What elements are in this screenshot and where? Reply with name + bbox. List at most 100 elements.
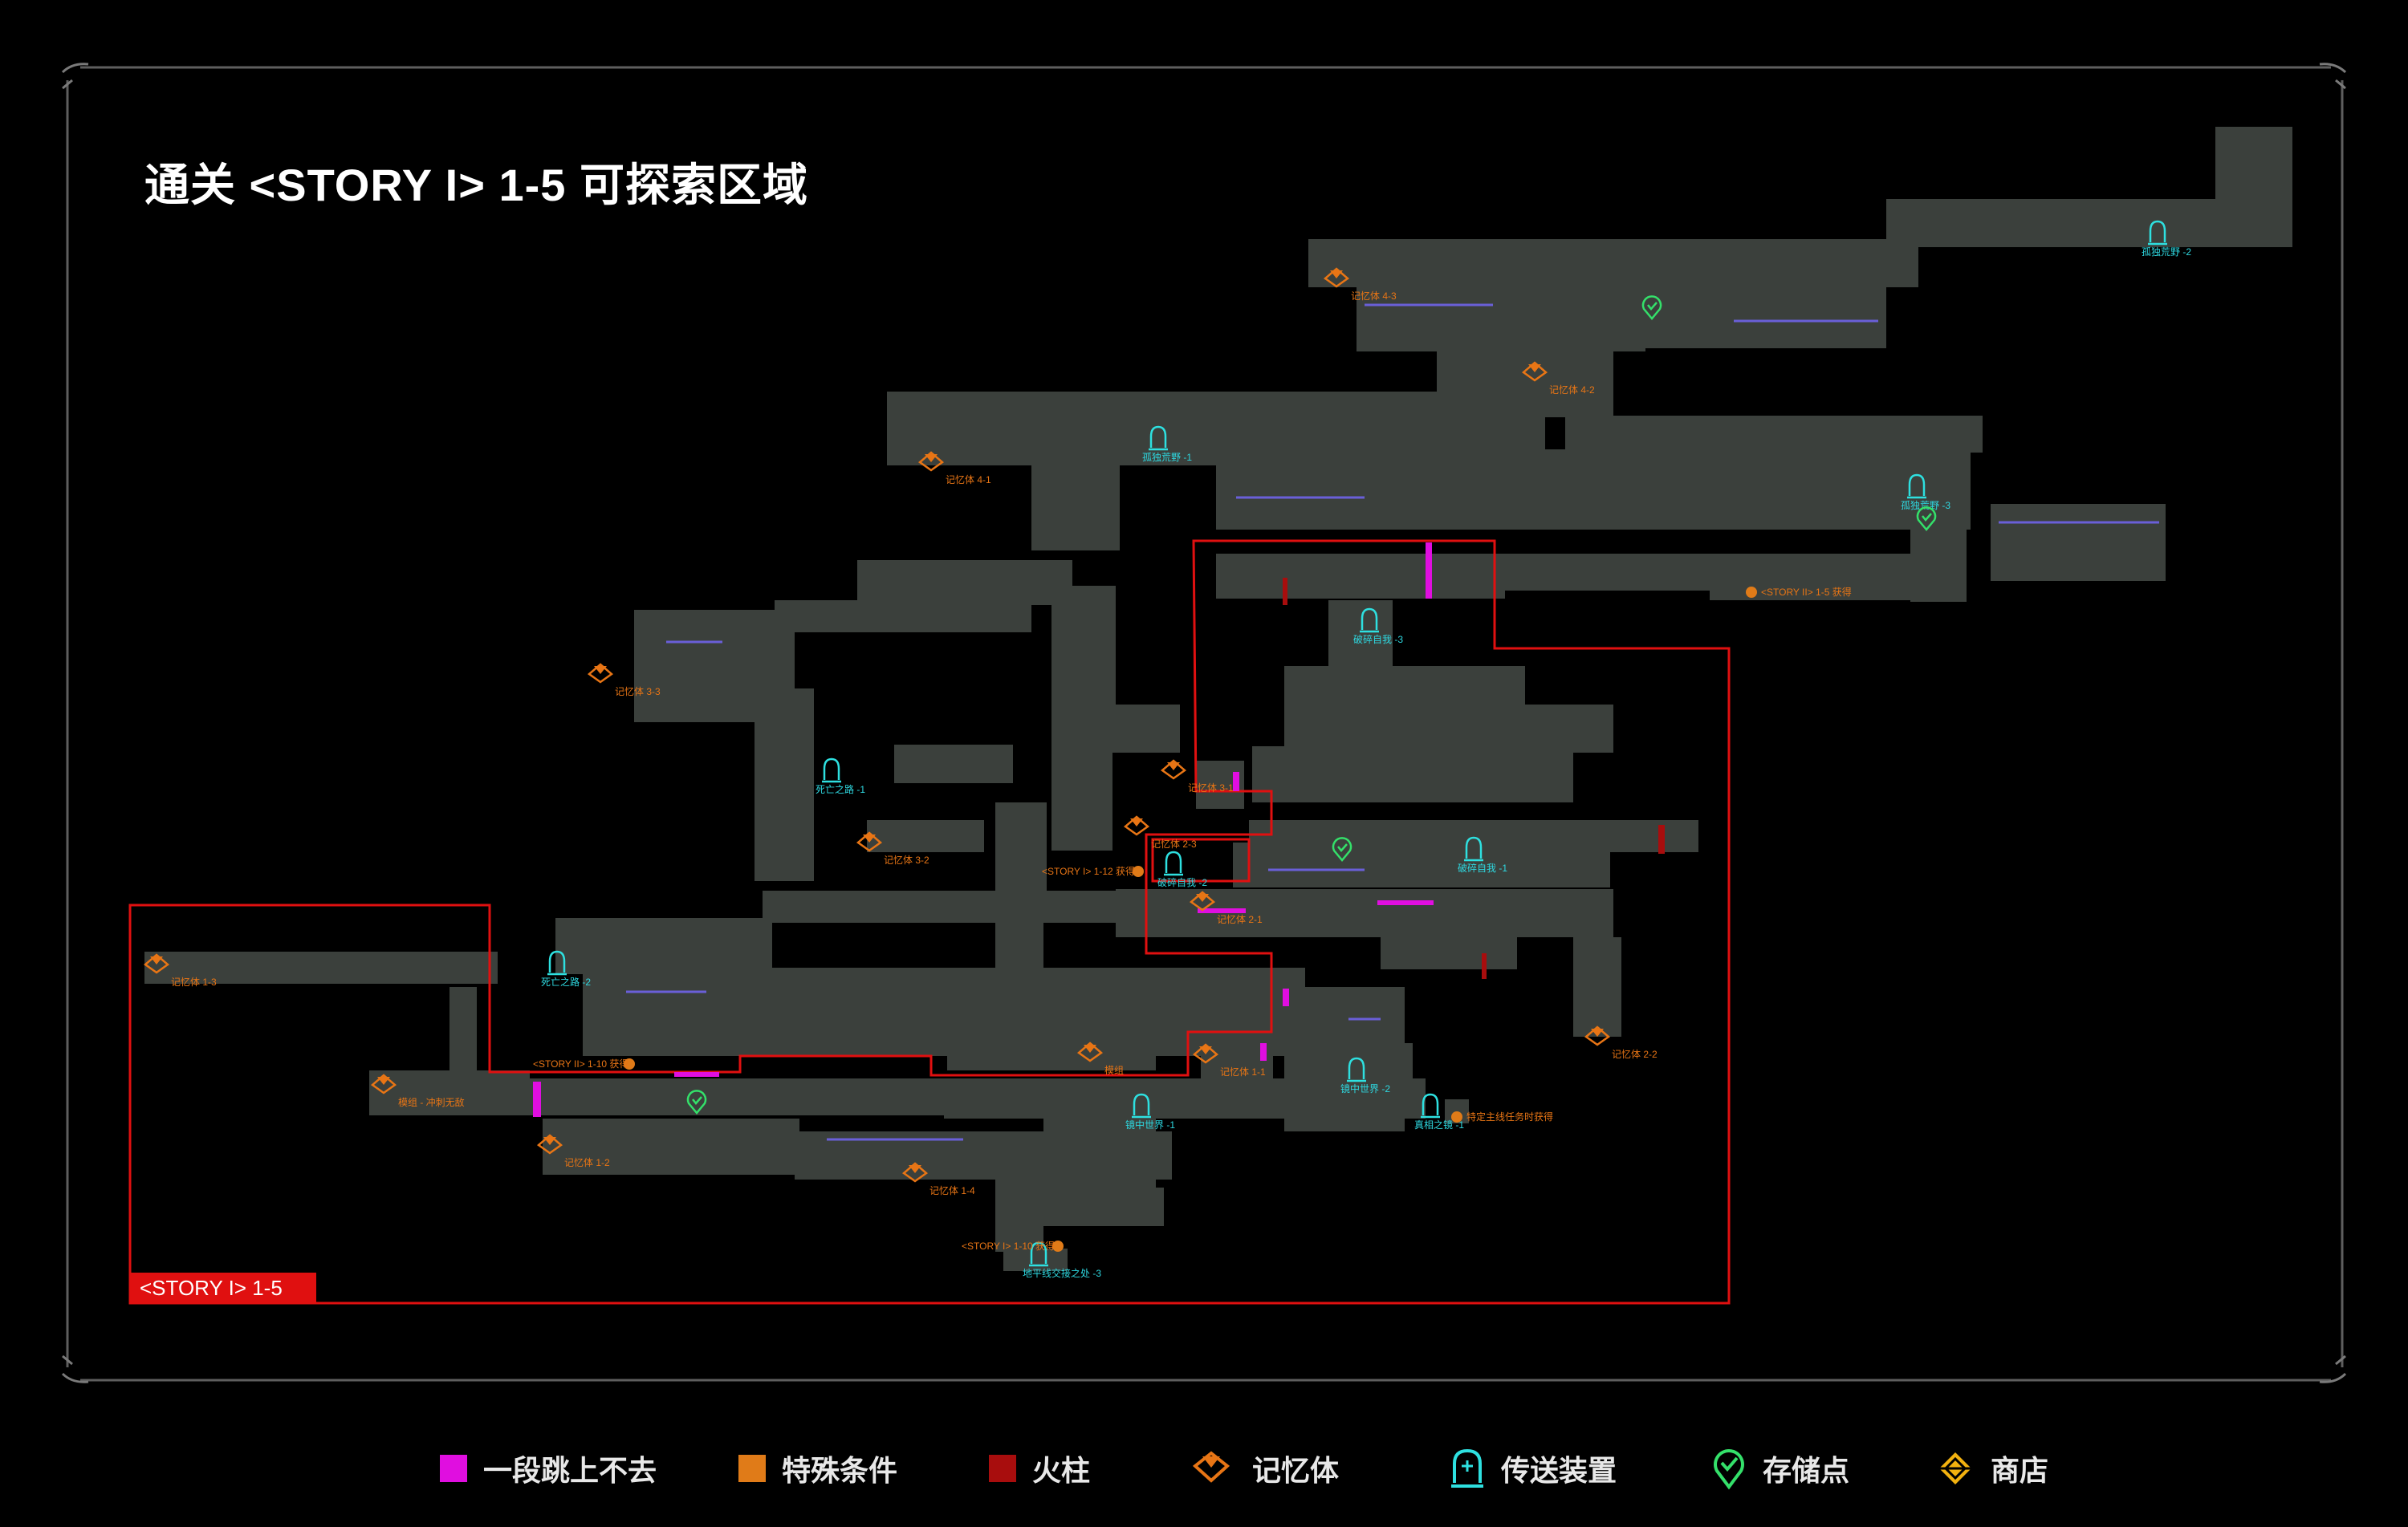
teleport-marker[interactable]: 镜中世界 -2 [1340,1057,1390,1094]
memory-marker[interactable]: 记忆体 1-4 [901,1162,975,1196]
memory-marker[interactable]: 记忆体 1-2 [536,1134,610,1168]
memory-icon [1584,1025,1611,1046]
marker-label: 死亡之路 -2 [541,976,591,988]
teleport-marker[interactable]: 死亡之路 -2 [541,950,591,988]
special-condition-marker[interactable]: 特定主线任务时获得 [1451,1111,1553,1123]
teleport-icon [1465,836,1483,859]
teleport-marker[interactable]: 孤独荒野 -2 [2142,220,2191,258]
frame-corner-ornaments [61,63,2347,1383]
marker-label: 记忆体 1-4 [929,1185,975,1196]
memory-marker[interactable]: 记忆体 2-1 [1189,891,1263,925]
legend-label: 商店 [1991,1454,2049,1487]
memory-icon [1192,1043,1219,1064]
teleport-icon [1361,607,1378,630]
marker-label: 记忆体 2-2 [1612,1049,1658,1060]
marker-label: 记忆体 2-1 [1217,914,1263,925]
special-condition-icon [1052,1241,1064,1252]
save-marker[interactable] [1332,837,1352,862]
legend-item-memory: 记忆体 [1186,1444,1339,1492]
marker-label: 真相之镜 -1 [1414,1119,1464,1131]
red-square-icon [989,1455,1016,1482]
teleport-marker[interactable]: 镜中世界 -1 [1125,1093,1175,1131]
save-icon [1641,295,1662,320]
memory-icon [143,953,170,974]
teleport-icon [1348,1057,1365,1079]
marker-label: 记忆体 4-1 [946,474,991,485]
memory-marker[interactable]: 记忆体 4-2 [1521,361,1595,396]
teleport-marker[interactable]: 破碎自我 -1 [1458,836,1507,874]
memory-marker[interactable]: 模组 [1076,1042,1124,1076]
memory-icon [901,1162,929,1183]
memory-marker[interactable]: 记忆体 1-3 [143,953,217,988]
memory-marker[interactable]: 记忆体 3-1 [1160,759,1234,794]
marker-label: 模组 - 冲刺无敌 [398,1096,465,1108]
teleport-marker[interactable]: 破碎自我 -3 [1353,607,1403,645]
teleport-icon [823,757,840,780]
orange-square-icon [738,1455,766,1482]
legend-item-fire: 火柱 [989,1444,1090,1492]
marker-layer: 记忆体 4-3 记忆体 4-2 记忆体 4-1 记忆体 3-3 记忆体 3-2 记忆体 3… [143,220,2191,1279]
memory-marker[interactable]: 记忆体 4-1 [917,451,991,485]
special-condition-marker[interactable]: <STORY II> 1-5 获得 [1746,586,1852,598]
region-tag-text: <STORY I> 1-5 [140,1276,283,1300]
memory-marker[interactable]: 模组 - 冲刺无敌 [370,1074,465,1108]
memory-marker[interactable]: 记忆体 1-1 [1192,1043,1266,1078]
special-condition-label: 特定主线任务时获得 [1466,1111,1553,1123]
memory-marker[interactable]: 记忆体 2-2 [1584,1025,1658,1060]
marker-label: 镜中世界 -1 [1125,1119,1175,1131]
memory-marker[interactable]: 记忆体 3-3 [587,663,661,697]
marker-label: 死亡之路 -1 [816,783,865,795]
save-marker[interactable] [686,1090,707,1115]
teleport-icon [1165,851,1182,873]
teleport-icon [1908,473,1926,496]
teleport-marker[interactable]: 死亡之路 -1 [816,757,865,795]
shop-icon [1939,1452,1971,1484]
special-condition-label: <STORY I> 1-12 获得 [1042,865,1135,877]
legend-label: 特殊条件 [782,1454,898,1487]
special-condition-marker[interactable]: <STORY I> 1-12 获得 [1042,865,1144,877]
teleport-icon [548,950,566,973]
special-condition-marker[interactable]: <STORY I> 1-10 获得 [962,1240,1064,1252]
teleport-icon [1133,1093,1150,1115]
special-condition-icon [624,1058,635,1070]
marker-label: 破碎自我 -3 [1353,633,1403,645]
teleport-marker[interactable]: 破碎自我 -2 [1157,851,1207,888]
legend-item-teleport: 传送装置 [1450,1444,1617,1492]
legend-item-save: 存储点 [1711,1444,1849,1492]
special-condition-marker[interactable]: <STORY II> 1-10 获得 [533,1058,635,1070]
marker-label: 记忆体 4-2 [1549,384,1595,396]
teleport-icon [1149,425,1167,448]
legend-label: 火柱 [1032,1454,1091,1487]
memory-icon [587,663,614,684]
legend-item-jump: 一段跳上不去 [440,1444,657,1492]
region-tag: <STORY I> 1-5 [130,1273,316,1303]
memory-icon [370,1074,397,1094]
memory-icon [856,831,883,852]
memory-icon [536,1134,563,1155]
memory-marker[interactable]: 记忆体 4-3 [1323,267,1397,302]
legend-label: 存储点 [1763,1454,1850,1487]
marker-label: 破碎自我 -2 [1157,876,1207,888]
magenta-square-icon [440,1455,467,1482]
marker-label: 地平线交接之处 -3 [1023,1267,1101,1279]
save-marker[interactable] [1641,295,1662,320]
legend: 一段跳上不去 特殊条件 火柱 记忆体 传送装置 存储点 [0,1444,2408,1492]
memory-icon [1189,891,1216,912]
special-condition-label: <STORY II> 1-10 获得 [533,1058,628,1070]
teleport-marker[interactable]: 地平线交接之处 -3 [1023,1241,1101,1279]
marker-label: 记忆体 1-3 [171,977,217,988]
special-condition-icon [1451,1111,1462,1123]
special-condition-label: <STORY II> 1-5 获得 [1761,586,1852,598]
memory-marker[interactable]: 记忆体 3-2 [856,831,929,866]
special-condition-label: <STORY I> 1-10 获得 [962,1240,1055,1252]
special-condition-icon [1746,587,1757,598]
marker-label: 记忆体 1-1 [1220,1066,1266,1078]
teleport-marker[interactable]: 真相之镜 -1 [1414,1093,1464,1131]
legend-label: 传送装置 [1501,1454,1617,1487]
teleport-marker[interactable]: 孤独荒野 -1 [1142,425,1192,463]
teleport-marker[interactable]: 孤独荒野 -3 [1901,473,1950,511]
memory-marker[interactable]: 记忆体 2-3 [1123,815,1197,850]
save-marker[interactable] [1916,506,1937,531]
marker-label: 记忆体 2-3 [1151,839,1197,850]
marker-label: 模组 [1104,1065,1124,1076]
